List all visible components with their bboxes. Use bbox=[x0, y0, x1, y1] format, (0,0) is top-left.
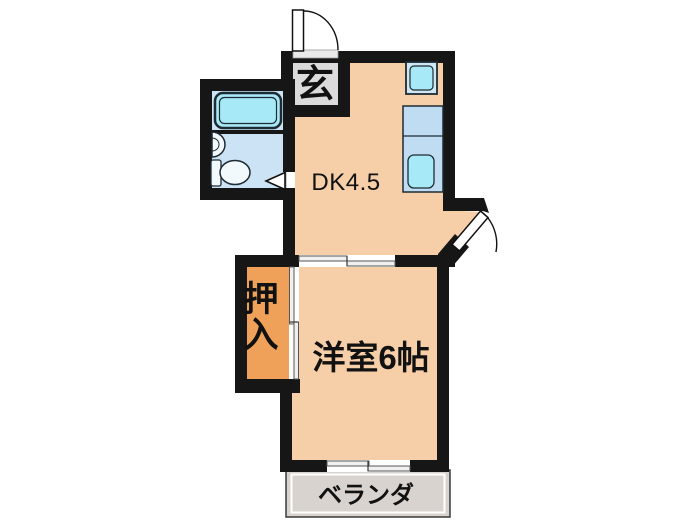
veranda-window-icon bbox=[326, 460, 411, 472]
closet-label-char-2: 入 bbox=[243, 316, 278, 355]
western-room-label: 洋室6帖 bbox=[312, 339, 429, 376]
washbasin-icon bbox=[211, 131, 226, 158]
wall-bottom-right bbox=[410, 460, 449, 472]
closet-floor bbox=[247, 265, 289, 381]
wall-bath-partition bbox=[212, 130, 283, 134]
veranda-label: ベランダ bbox=[318, 481, 414, 509]
entrance-door-leaf bbox=[291, 9, 305, 52]
side-door-leaf bbox=[450, 209, 490, 253]
side-door-arc bbox=[487, 217, 498, 253]
wall-nook-upper-jamb bbox=[475, 198, 489, 213]
wall-genkan-side bbox=[338, 51, 350, 105]
wall-dk-left bbox=[283, 195, 295, 267]
dk-label: DK4.5 bbox=[311, 169, 380, 196]
wall-divider-left bbox=[235, 255, 299, 267]
western-room-floor bbox=[292, 267, 437, 460]
wall-bottom-left bbox=[280, 460, 327, 472]
genkan-floor bbox=[293, 58, 338, 105]
wall-genkan-step bbox=[293, 105, 350, 117]
wall-dk-right bbox=[443, 51, 455, 210]
walls bbox=[200, 51, 489, 472]
kitchen-sink-icon bbox=[407, 154, 435, 189]
wall-bath-top bbox=[200, 79, 293, 91]
wall-bath-left bbox=[200, 79, 212, 200]
wall-western-right bbox=[437, 255, 449, 472]
side-door-icon bbox=[450, 209, 498, 253]
closet-label-char-1: 押 bbox=[243, 280, 278, 319]
wall-closet-left bbox=[235, 255, 247, 393]
wall-bath-bottom bbox=[200, 188, 295, 200]
stove-icon bbox=[405, 61, 438, 95]
genkan-label: 玄 bbox=[296, 64, 334, 106]
bathtub-icon bbox=[213, 91, 283, 130]
entrance-door-icon bbox=[291, 9, 339, 59]
dk-western-sliding-door-icon bbox=[298, 255, 396, 267]
entrance-door-arc bbox=[303, 10, 339, 51]
wall-nook-top bbox=[443, 198, 484, 211]
wall-bath-right bbox=[283, 79, 295, 172]
bathroom-door bbox=[264, 171, 295, 191]
entrance-threshold bbox=[292, 49, 339, 59]
veranda-inner-frame bbox=[290, 473, 446, 514]
kitchen-counter bbox=[402, 105, 444, 193]
wall-western-left bbox=[280, 379, 292, 472]
bathroom-door-swing-icon bbox=[264, 171, 286, 191]
closet-sliding-door-icon bbox=[289, 266, 299, 380]
toilet-icon bbox=[210, 159, 251, 187]
